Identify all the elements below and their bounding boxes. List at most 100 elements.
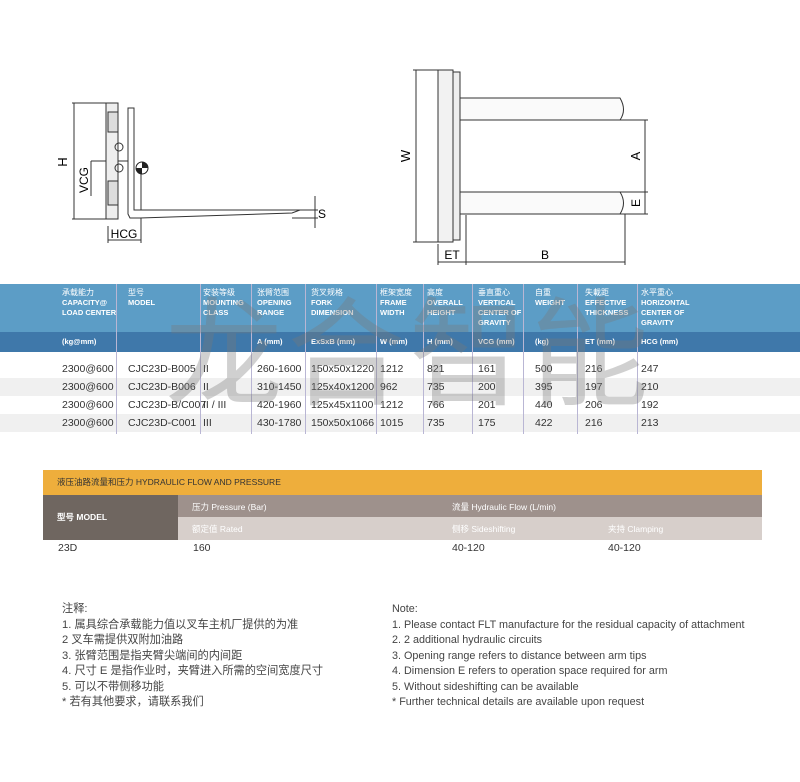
note-line: 2. 2 additional hydraulic circuits bbox=[392, 634, 543, 646]
note-line: 3. Opening range refers to distance betw… bbox=[392, 649, 647, 662]
header-cn: 水平重心 bbox=[641, 288, 673, 297]
table-cell: 2300@600 bbox=[62, 399, 114, 411]
clamping-header: 夹持 Clamping bbox=[608, 524, 664, 534]
side-view-diagram: H VCG HCG S bbox=[55, 102, 326, 243]
hydraulic-title-text: 液压油路流量和压力 HYDRAULIC FLOW AND PRESSURE bbox=[57, 477, 281, 487]
note-line: * Further technical details are availabl… bbox=[392, 696, 645, 708]
note-line: * 若有其他要求，请联系我们 bbox=[62, 696, 204, 708]
header-cn: 型号 bbox=[128, 288, 144, 297]
table-cell: 735 bbox=[427, 381, 445, 393]
header-cn: 自重 bbox=[535, 288, 551, 297]
column-unit: A (mm) bbox=[257, 337, 283, 346]
note-line: 4. 尺寸 E 是指作业时，夹臂进入所需的空间宽度尺寸 bbox=[62, 665, 324, 677]
header-en: OVERALL HEIGHT bbox=[427, 298, 463, 317]
header-en: HORIZONTAL CENTER OF GRAVITY bbox=[641, 298, 690, 327]
header-en: OPENING RANGE bbox=[257, 298, 292, 317]
table-cell: 175 bbox=[478, 417, 496, 429]
table-cell: 216 bbox=[585, 417, 603, 429]
table-cell: 197 bbox=[585, 381, 603, 393]
table-cell: 125x40x1200 bbox=[311, 381, 375, 393]
table-cell: 430-1780 bbox=[257, 417, 302, 429]
note-line: 4. Dimension E refers to operation space… bbox=[392, 665, 668, 677]
header-en: MOUNTING CLASS bbox=[203, 298, 244, 317]
column-unit: ET (mm) bbox=[585, 337, 615, 346]
table-cell: 2300@600 bbox=[62, 381, 114, 393]
table-cell: CJC23D-C001 bbox=[128, 417, 197, 429]
table-cell: 150x50x1066 bbox=[311, 417, 375, 429]
table-cell: III bbox=[203, 417, 212, 429]
notes-chinese: 注释: 1. 属具综合承载能力值以叉车主机厂提供的为准 2 叉车需提供双附加油路… bbox=[62, 602, 323, 711]
table-cell: 422 bbox=[535, 417, 553, 429]
sideshifting-header: 侧移 Sideshifting bbox=[452, 524, 516, 534]
header-cn: 安装等级 bbox=[203, 288, 235, 297]
table-cell: 161 bbox=[478, 363, 496, 375]
hyd-pressure-value: 160 bbox=[193, 542, 211, 554]
table-cell: 213 bbox=[641, 417, 659, 429]
note-line: 1. Please contact FLT manufacture for th… bbox=[392, 618, 745, 631]
note-line: 1. 属具综合承载能力值以叉车主机厂提供的为准 bbox=[62, 618, 299, 631]
table-cell: 216 bbox=[585, 363, 603, 375]
header-en: MODEL bbox=[128, 298, 156, 307]
pressure-header: 压力 Pressure (Bar) bbox=[192, 502, 267, 512]
column-unit: (kg@mm) bbox=[62, 337, 97, 346]
header-cn: 垂直重心 bbox=[478, 288, 510, 297]
table-cell: II / III bbox=[203, 399, 227, 411]
header-cn: 失載距 bbox=[585, 288, 609, 297]
table-cell: 766 bbox=[427, 399, 445, 411]
header-en: VERTICAL CENTER OF GRAVITY bbox=[478, 298, 522, 327]
top-view-diagram: W A E ET B bbox=[398, 69, 648, 265]
label-et: ET bbox=[444, 248, 460, 262]
note-line: 5. 可以不带侧移功能 bbox=[62, 680, 164, 693]
flow-header: 流量 Hydraulic Flow (L/min) bbox=[452, 502, 556, 512]
label-e: E bbox=[629, 199, 643, 207]
label-w: W bbox=[398, 149, 413, 162]
note-line: 5. Without sideshifting can be available bbox=[392, 680, 579, 693]
label-a: A bbox=[628, 151, 643, 160]
column-divider bbox=[116, 284, 117, 434]
model-header-text: 型号 MODEL bbox=[57, 512, 108, 522]
table-cell: 735 bbox=[427, 417, 445, 429]
label-h: H bbox=[55, 157, 70, 166]
label-b: B bbox=[541, 248, 549, 262]
table-cell: 125x45x1100 bbox=[311, 399, 374, 411]
table-row bbox=[0, 378, 800, 396]
column-divider bbox=[637, 284, 638, 434]
table-cell: 420-1960 bbox=[257, 399, 302, 411]
header-cn: 货叉规格 bbox=[311, 288, 343, 297]
note-line: Note: bbox=[392, 603, 418, 615]
table-cell: 310-1450 bbox=[257, 381, 302, 393]
label-s: S bbox=[318, 207, 326, 221]
table-cell: II bbox=[203, 381, 209, 393]
table-cell: 395 bbox=[535, 381, 553, 393]
table-cell: CJC23D-B005 bbox=[128, 363, 196, 375]
table-cell: 2300@600 bbox=[62, 417, 114, 429]
table-cell: 210 bbox=[641, 381, 659, 393]
notes-english: Note: 1. Please contact FLT manufacture … bbox=[392, 602, 745, 711]
header-cn: 框架宽度 bbox=[380, 288, 412, 297]
column-divider bbox=[251, 284, 252, 434]
hyd-clamping-value: 40-120 bbox=[608, 542, 641, 554]
column-unit: (kg) bbox=[535, 337, 549, 346]
table-cell: 821 bbox=[427, 363, 445, 375]
table-cell: 201 bbox=[478, 399, 496, 411]
table-cell: 150x50x1220 bbox=[311, 363, 375, 375]
header-cn: 高度 bbox=[427, 288, 443, 297]
header-en: CAPACITY@ LOAD CENTER bbox=[62, 298, 117, 317]
header-en: EFFECTIVE THICKNESS bbox=[585, 298, 629, 317]
table-cell: 1015 bbox=[380, 417, 404, 429]
column-unit: H (mm) bbox=[427, 337, 453, 346]
label-hcg: HCG bbox=[111, 227, 138, 241]
hyd-model-value: 23D bbox=[58, 542, 78, 554]
column-divider bbox=[472, 284, 473, 434]
column-divider bbox=[577, 284, 578, 434]
table-cell: 192 bbox=[641, 399, 659, 411]
hyd-sideshifting-value: 40-120 bbox=[452, 542, 485, 554]
column-divider bbox=[305, 284, 306, 434]
